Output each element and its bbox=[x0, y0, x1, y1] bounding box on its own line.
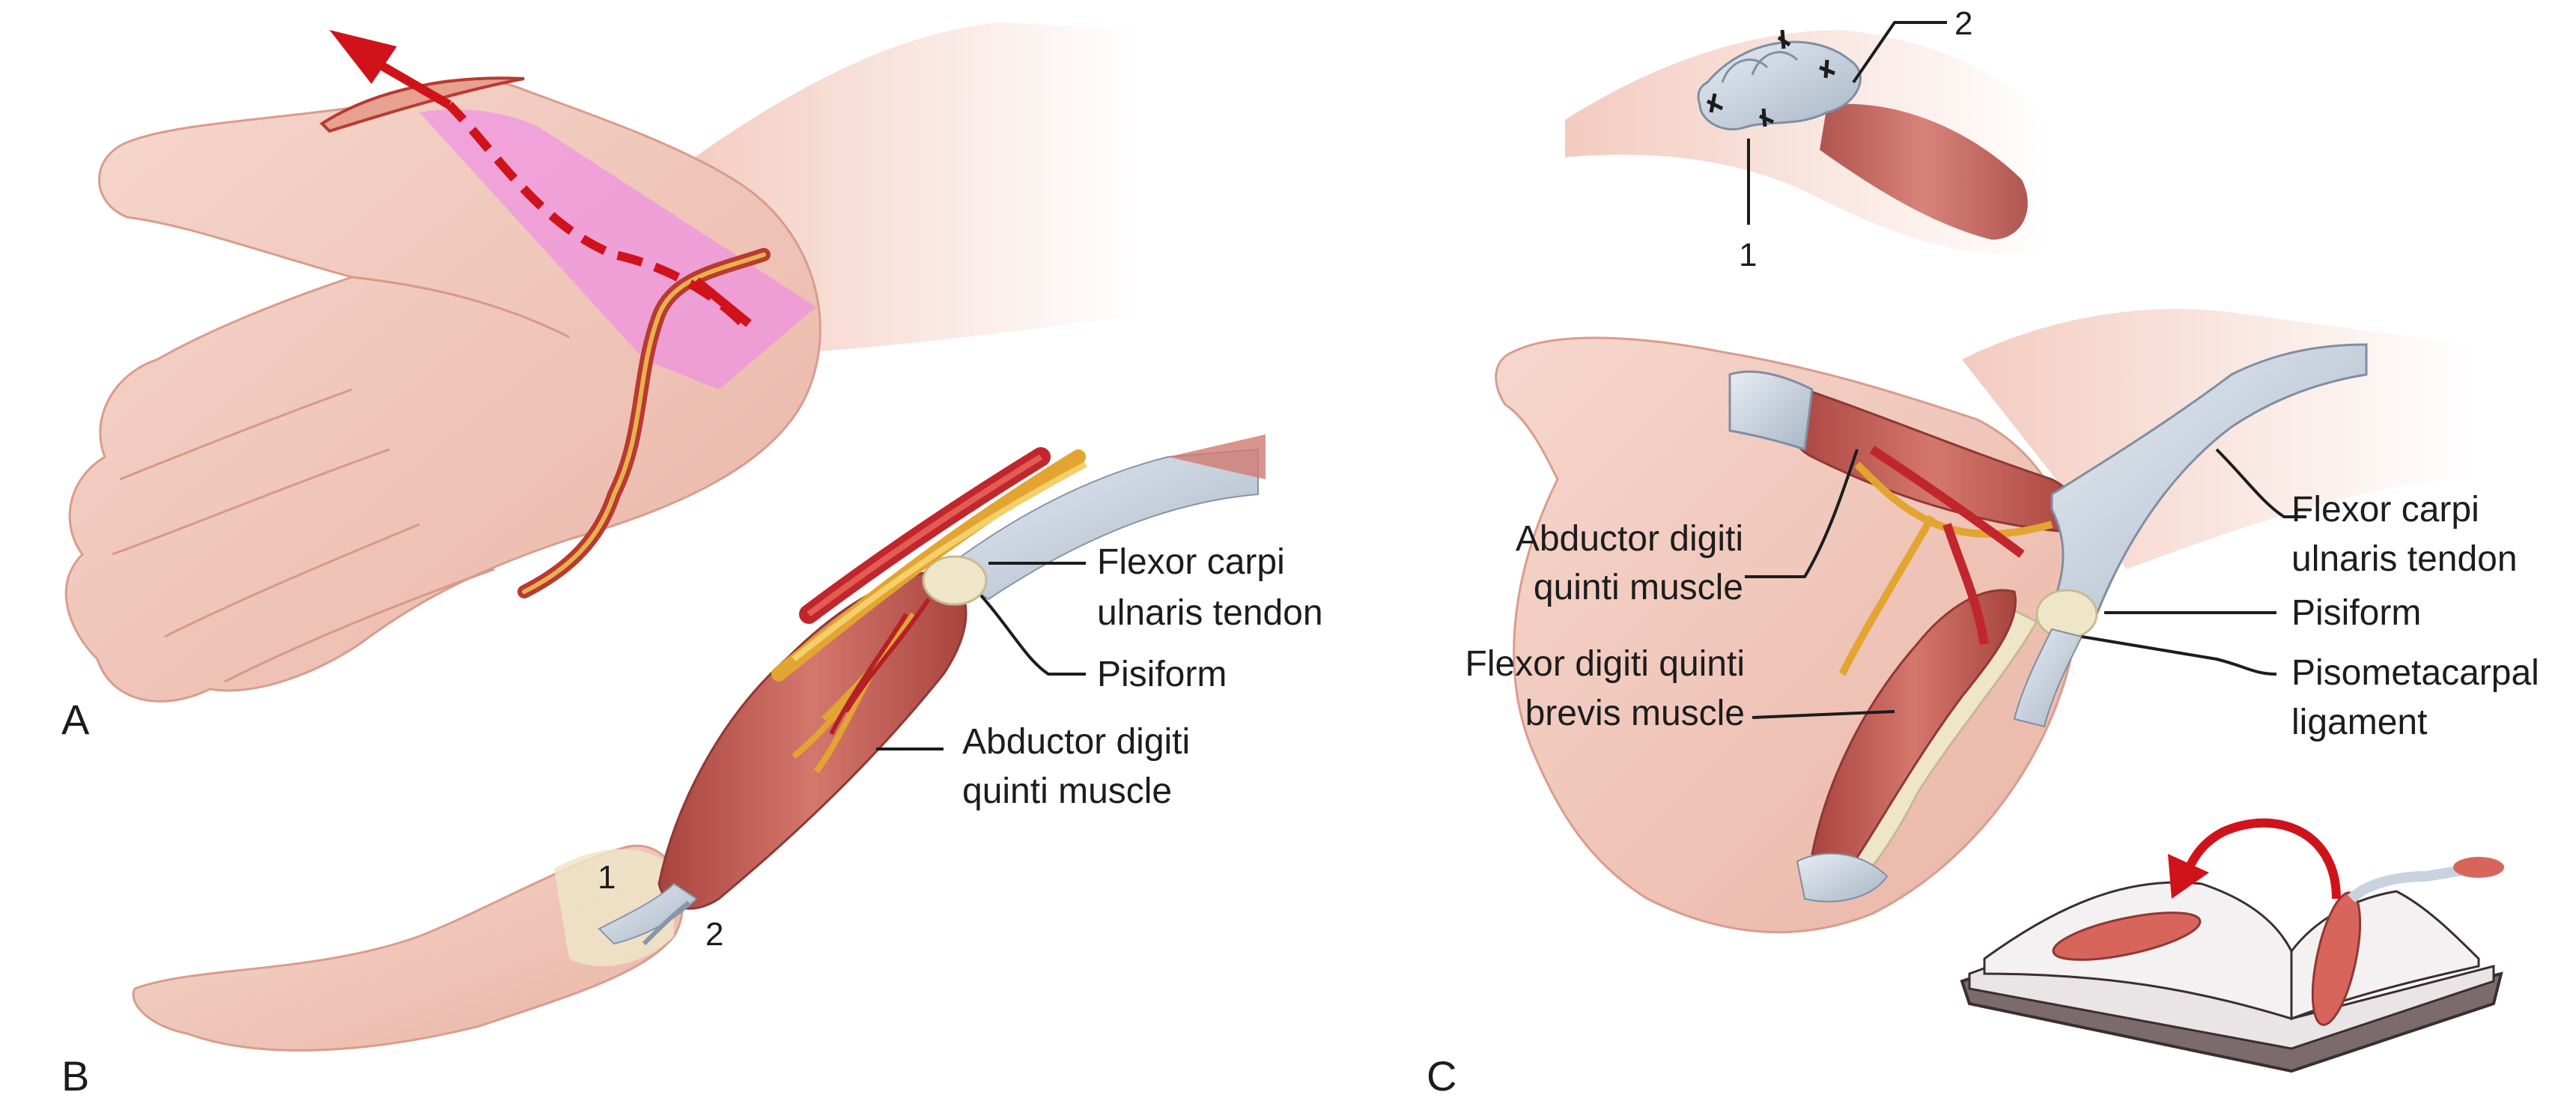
panel-b-leader-pisiform bbox=[979, 594, 1086, 676]
panel-b-point-1: 1 bbox=[598, 859, 616, 896]
panel-c-book-muscle-1 bbox=[2052, 912, 2202, 961]
panel-c-leader-abductor bbox=[1745, 449, 1859, 578]
panel-c-book-arrow-icon bbox=[2182, 818, 2341, 900]
panel-c-ligament-label-1: Pisometacarpal bbox=[2291, 653, 2539, 693]
panel-c-nerve bbox=[1838, 461, 2053, 676]
panel-b-pisiform bbox=[922, 555, 988, 606]
panel-c-book-illustration bbox=[1960, 818, 2504, 1073]
panel-c-pisiform-label: Pisiform bbox=[2291, 593, 2421, 633]
panel-a-palm bbox=[64, 78, 821, 703]
panel-a-hand-illustration bbox=[64, 22, 1138, 703]
panel-c-flexor-carpi-label-1: Flexor carpi bbox=[2291, 490, 2479, 530]
panel-b-abductor-label-2: quinti muscle bbox=[962, 771, 1172, 811]
panel-b-label: B bbox=[61, 1052, 89, 1100]
panel-c-inset-muscle bbox=[1820, 103, 2028, 240]
panel-c-leader-flexor-carpi bbox=[2215, 448, 2306, 518]
panel-b-flexor-carpi-label-1: Flexor carpi bbox=[1097, 542, 1285, 582]
panel-c-leader-point-2 bbox=[1852, 21, 1947, 84]
panel-c-inset-tendon-loop bbox=[1697, 40, 1862, 131]
panel-c-pisiform bbox=[2035, 589, 2098, 640]
panel-c-reflected-tendon bbox=[1728, 370, 1814, 452]
panel-b-hand bbox=[132, 844, 684, 1052]
panel-c-label: C bbox=[1427, 1052, 1456, 1100]
panel-c-abductor-label-2: quinti muscle bbox=[1534, 568, 1743, 607]
panel-c-inset-illustration bbox=[1565, 29, 2052, 255]
panel-c-flexor-brevis-muscle bbox=[1811, 589, 2017, 870]
panel-a-label: A bbox=[61, 696, 90, 743]
panel-c-ligament-label-2: ligament bbox=[2291, 703, 2427, 742]
panel-c-pisometacarpal-ligament bbox=[2013, 628, 2083, 728]
panel-c-artery bbox=[1869, 446, 2025, 645]
panel-c-leader-flexor-brevis bbox=[1752, 710, 1895, 719]
panel-c-point-2: 2 bbox=[1954, 5, 1972, 42]
panel-c-flexor-carpi-label-2: ulnaris tendon bbox=[2291, 539, 2518, 579]
panel-a-transfer-path bbox=[446, 101, 745, 326]
panel-c-leader-ligament bbox=[2081, 635, 2277, 676]
panel-c-point-1: 1 bbox=[1739, 237, 1757, 273]
panel-c-main-illustration bbox=[1495, 309, 2471, 934]
panel-b-distal-tendon bbox=[598, 882, 698, 945]
panel-a-arrow-icon bbox=[371, 57, 452, 109]
panel-c-abductor-label-1: Abductor digiti bbox=[1516, 519, 1743, 559]
panel-b-point-2: 2 bbox=[705, 916, 723, 953]
panel-b-illustration bbox=[132, 434, 1266, 1052]
panel-c-flexor-brevis-label-1: Flexor digiti quinti bbox=[1465, 644, 1746, 684]
panel-a-highlight-zone bbox=[419, 109, 816, 389]
panel-c-suture-marks bbox=[1706, 29, 1835, 127]
panel-b-flexor-carpi-label-2: ulnaris tendon bbox=[1097, 593, 1323, 633]
panel-c-flexor-brevis-label-2: brevis muscle bbox=[1525, 694, 1745, 733]
panel-b-pisiform-label: Pisiform bbox=[1097, 655, 1227, 694]
panel-b-abductor-label-1: Abductor digiti bbox=[962, 722, 1190, 762]
